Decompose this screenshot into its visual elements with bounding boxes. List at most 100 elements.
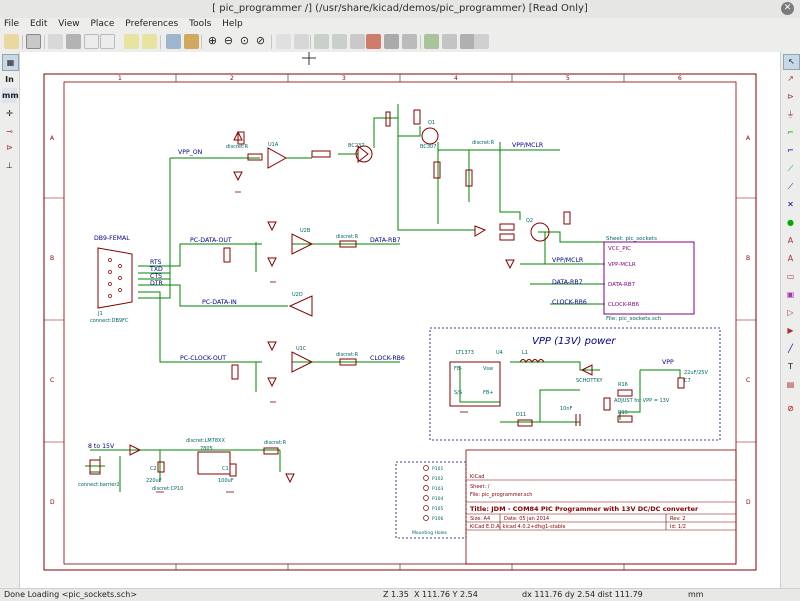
close-window-button[interactable]: ✕: [781, 2, 794, 15]
select-tool-icon[interactable]: ↖: [783, 54, 800, 70]
copy-icon[interactable]: [100, 34, 115, 49]
cut-icon[interactable]: [84, 34, 99, 49]
no-connect-icon[interactable]: ✕: [787, 200, 794, 209]
new-schematic-icon[interactable]: [4, 34, 19, 49]
place-sheet-pin-icon[interactable]: ▶: [787, 326, 794, 335]
place-wire-icon[interactable]: ⌐: [787, 128, 794, 137]
label-discret-r-clk: discret:R: [336, 352, 359, 358]
label-220uf: 220uF: [146, 478, 162, 484]
net-label-data-rb7: DATA-RB7: [370, 237, 401, 244]
resistor-r-vppon: [247, 153, 263, 161]
label-u2b: U2B: [300, 228, 311, 234]
frame-ticks: [44, 74, 756, 570]
redo-icon[interactable]: [142, 34, 157, 49]
connector-j1: [97, 247, 133, 309]
label-discret-r-q1: discret:R: [472, 140, 495, 146]
opamp-u2d: [288, 295, 313, 317]
bus-bus-entry-icon[interactable]: ⟋: [787, 182, 794, 191]
label-connect-db9: connect:DB9FC: [90, 318, 129, 324]
netlist-icon[interactable]: [384, 34, 399, 49]
units-inch-button[interactable]: In: [5, 75, 14, 84]
delete-tool-icon[interactable]: ⊘: [787, 404, 794, 413]
mounting-holes-box: [395, 461, 467, 539]
toolbar-separator: [160, 35, 161, 49]
schematic-canvas[interactable]: 1 2 3 4 5 6 A B C D A B C D: [20, 52, 780, 588]
backannotate-icon[interactable]: [474, 34, 489, 49]
label-l1: L1: [522, 350, 528, 356]
title-block-id: Id: 1/2: [670, 524, 686, 530]
mounting-hole-p101: P101: [432, 466, 443, 472]
library-browser-icon[interactable]: [332, 34, 347, 49]
import-sheet-pin-icon[interactable]: ▷: [787, 308, 794, 317]
leave-sheet-icon[interactable]: [294, 34, 309, 49]
mounting-hole-symbols: [423, 465, 429, 521]
place-net-label-icon[interactable]: A: [787, 236, 794, 245]
place-global-label-icon[interactable]: A: [787, 254, 794, 263]
diode-d4: [267, 221, 277, 232]
menu-view[interactable]: View: [58, 19, 80, 29]
library-editor-icon[interactable]: [314, 34, 329, 49]
menu-help[interactable]: Help: [222, 19, 243, 29]
find-replace-icon[interactable]: [184, 34, 199, 49]
find-icon[interactable]: [166, 34, 181, 49]
place-component-icon[interactable]: ⊳: [787, 92, 794, 101]
import-footprint-icon[interactable]: [460, 34, 475, 49]
label-ss: S/S: [454, 390, 462, 396]
menu-tools[interactable]: Tools: [189, 19, 212, 29]
frame-col-3: 3: [342, 75, 346, 82]
print-icon[interactable]: [66, 34, 81, 49]
hidden-pins-icon[interactable]: ⊸: [6, 127, 13, 136]
place-graphic-line-icon[interactable]: ╱: [788, 344, 793, 353]
resistor-adjust: [603, 397, 611, 411]
label-d11: D11: [516, 412, 526, 418]
frame-col-6: 6: [678, 75, 682, 82]
place-hier-label-icon[interactable]: ▭: [786, 272, 795, 281]
frame-row-d-right: D: [746, 499, 751, 506]
bus-wire-angle-icon[interactable]: ⊳: [6, 143, 13, 152]
pcbnew-icon[interactable]: [442, 34, 457, 49]
hierarchy-navigator-icon[interactable]: [276, 34, 291, 49]
label-100uf: 100uF: [218, 478, 234, 484]
toolbar-separator: [310, 35, 311, 49]
save-icon[interactable]: [26, 34, 41, 49]
erc-icon[interactable]: [366, 34, 381, 49]
units-mm-button[interactable]: mm: [2, 88, 19, 103]
zoom-redraw-icon[interactable]: ⊙: [239, 34, 250, 47]
menu-edit[interactable]: Edit: [29, 19, 48, 29]
wire-angle-icon[interactable]: ⊥: [6, 161, 13, 170]
label-u1c: U1C: [296, 346, 307, 352]
cvpcb-icon[interactable]: [424, 34, 439, 49]
place-sheet-icon[interactable]: ▣: [786, 290, 795, 299]
label-10nf: 10nF: [560, 406, 573, 412]
place-text-icon[interactable]: T: [788, 362, 793, 371]
wires: [85, 104, 681, 492]
menu-file[interactable]: File: [4, 19, 20, 29]
highlight-net-icon[interactable]: ↗: [787, 74, 794, 83]
mounting-hole-p105: P105: [432, 506, 443, 512]
place-power-icon[interactable]: ⏚: [786, 110, 795, 119]
diode-d-input: [129, 444, 142, 456]
grid-toggle-icon[interactable]: ▦: [2, 54, 19, 71]
left-options-toolbar: ▦ In mm ✛ ⊸ ⊳ ⊥: [0, 52, 20, 592]
status-units: mm: [688, 590, 704, 599]
label-c7: C7: [684, 378, 691, 384]
place-image-icon[interactable]: ▤: [786, 380, 795, 389]
cursor-shape-icon[interactable]: ✛: [6, 109, 13, 118]
led-d8: [474, 225, 487, 237]
zoom-out-icon[interactable]: ⊖: [223, 34, 234, 47]
mounting-hole-p104: P104: [432, 496, 443, 502]
annotate-icon[interactable]: [350, 34, 365, 49]
undo-icon[interactable]: [124, 34, 139, 49]
page-settings-icon[interactable]: [48, 34, 63, 49]
place-junction-icon[interactable]: ●: [787, 218, 794, 227]
toolbar-separator: [420, 35, 421, 49]
place-bus-icon[interactable]: ⌐: [787, 146, 794, 155]
wire-bus-entry-icon[interactable]: ⟋: [787, 164, 794, 173]
menu-place[interactable]: Place: [90, 19, 115, 29]
zoom-in-icon[interactable]: ⊕: [207, 34, 218, 47]
title-block-size: Size: A4: [470, 516, 490, 522]
bom-icon[interactable]: [402, 34, 417, 49]
main-toolbar: ⊕ ⊖ ⊙ ⊘: [0, 32, 800, 53]
zoom-fit-icon[interactable]: ⊘: [255, 34, 266, 47]
menu-preferences[interactable]: Preferences: [125, 19, 179, 29]
